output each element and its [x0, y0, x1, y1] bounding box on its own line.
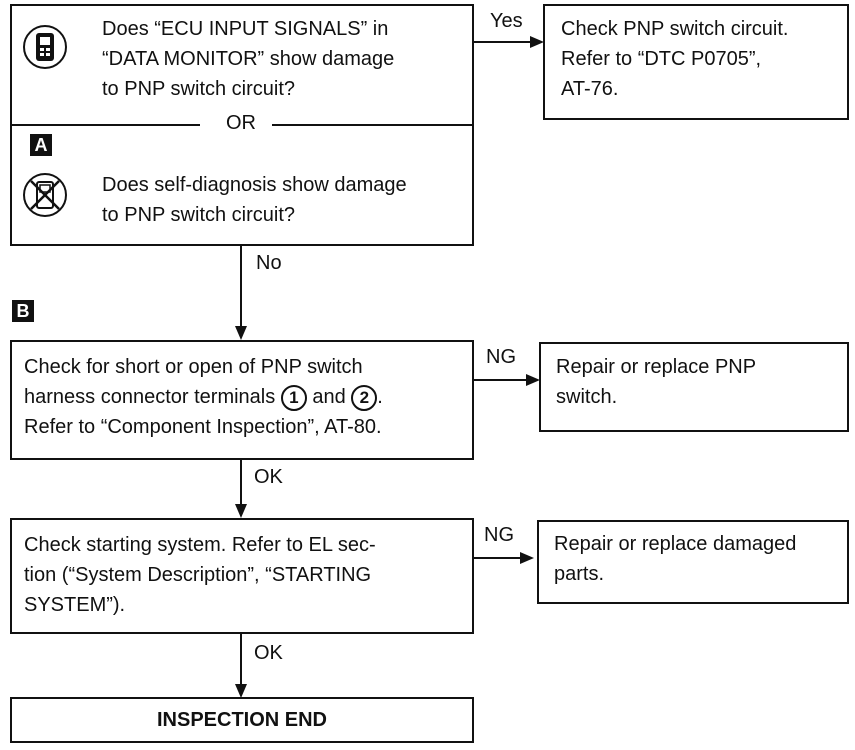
step-c-ng-arrow-line	[474, 557, 522, 559]
step-b-line1: Check for short or open of PNP switch	[24, 356, 363, 378]
inspection-end-text: INSPECTION END	[156, 709, 328, 731]
step-b-and: and	[312, 386, 346, 408]
consult-question-text: Does “ECU INPUT SIGNALS” in “DATA MONITO…	[102, 18, 395, 100]
step-b-box	[10, 340, 474, 460]
step-b-ng-result-box	[539, 342, 849, 432]
terminal-1-marker: 1	[280, 384, 307, 411]
step-c-ng-result-text: Repair or replace damaged parts.	[554, 533, 797, 585]
yes-arrow-line	[474, 41, 532, 43]
step-b-ng-result-text: Repair or replace PNP switch.	[556, 356, 757, 408]
step-c-ng-arrowhead	[520, 552, 534, 564]
step-b-ok-label: OK	[254, 466, 283, 488]
step-b-ok-line	[240, 460, 242, 506]
step-c-ng-label: NG	[484, 524, 514, 546]
step-c-ok-label: OK	[254, 642, 283, 664]
badge-b: B	[12, 300, 34, 322]
yes-arrowhead	[530, 36, 544, 48]
self-diagnosis-question-text: Does self-diagnosis show damage to PNP s…	[102, 174, 407, 226]
no-tools-icon	[22, 172, 68, 218]
consult-tester-icon	[22, 24, 68, 70]
yes-label: Yes	[490, 10, 523, 32]
step-b-ok-arrowhead	[235, 504, 247, 518]
badge-a: A	[30, 134, 52, 156]
step-c-text: Check starting system. Refer to EL sec- …	[24, 534, 376, 616]
or-divider-left	[12, 124, 200, 126]
no-label: No	[256, 252, 282, 274]
inspection-end-box	[10, 697, 474, 743]
yes-result-box	[543, 4, 849, 120]
step-b-ng-arrow-line	[474, 379, 528, 381]
step-c-ok-arrowhead	[235, 684, 247, 698]
yes-result-text: Check PNP switch circuit. Refer to “DTC …	[561, 18, 789, 100]
or-label: OR	[226, 112, 256, 134]
step-b-text: Check for short or open of PNP switch ha…	[24, 356, 383, 438]
terminal-2-marker: 2	[351, 384, 378, 411]
step-c-box	[10, 518, 474, 634]
step-b-ng-arrowhead	[526, 374, 540, 386]
step-c-ok-line	[240, 634, 242, 686]
no-connector-line	[240, 246, 242, 328]
or-divider-right	[272, 124, 472, 126]
step-b-line3: Refer to “Component Inspection”, AT-80.	[24, 416, 382, 438]
no-arrowhead	[235, 326, 247, 340]
step-c-ng-result-box	[537, 520, 849, 604]
step-b-line2-pre: harness connector terminals	[24, 386, 276, 408]
step-b-ng-label: NG	[486, 346, 516, 368]
